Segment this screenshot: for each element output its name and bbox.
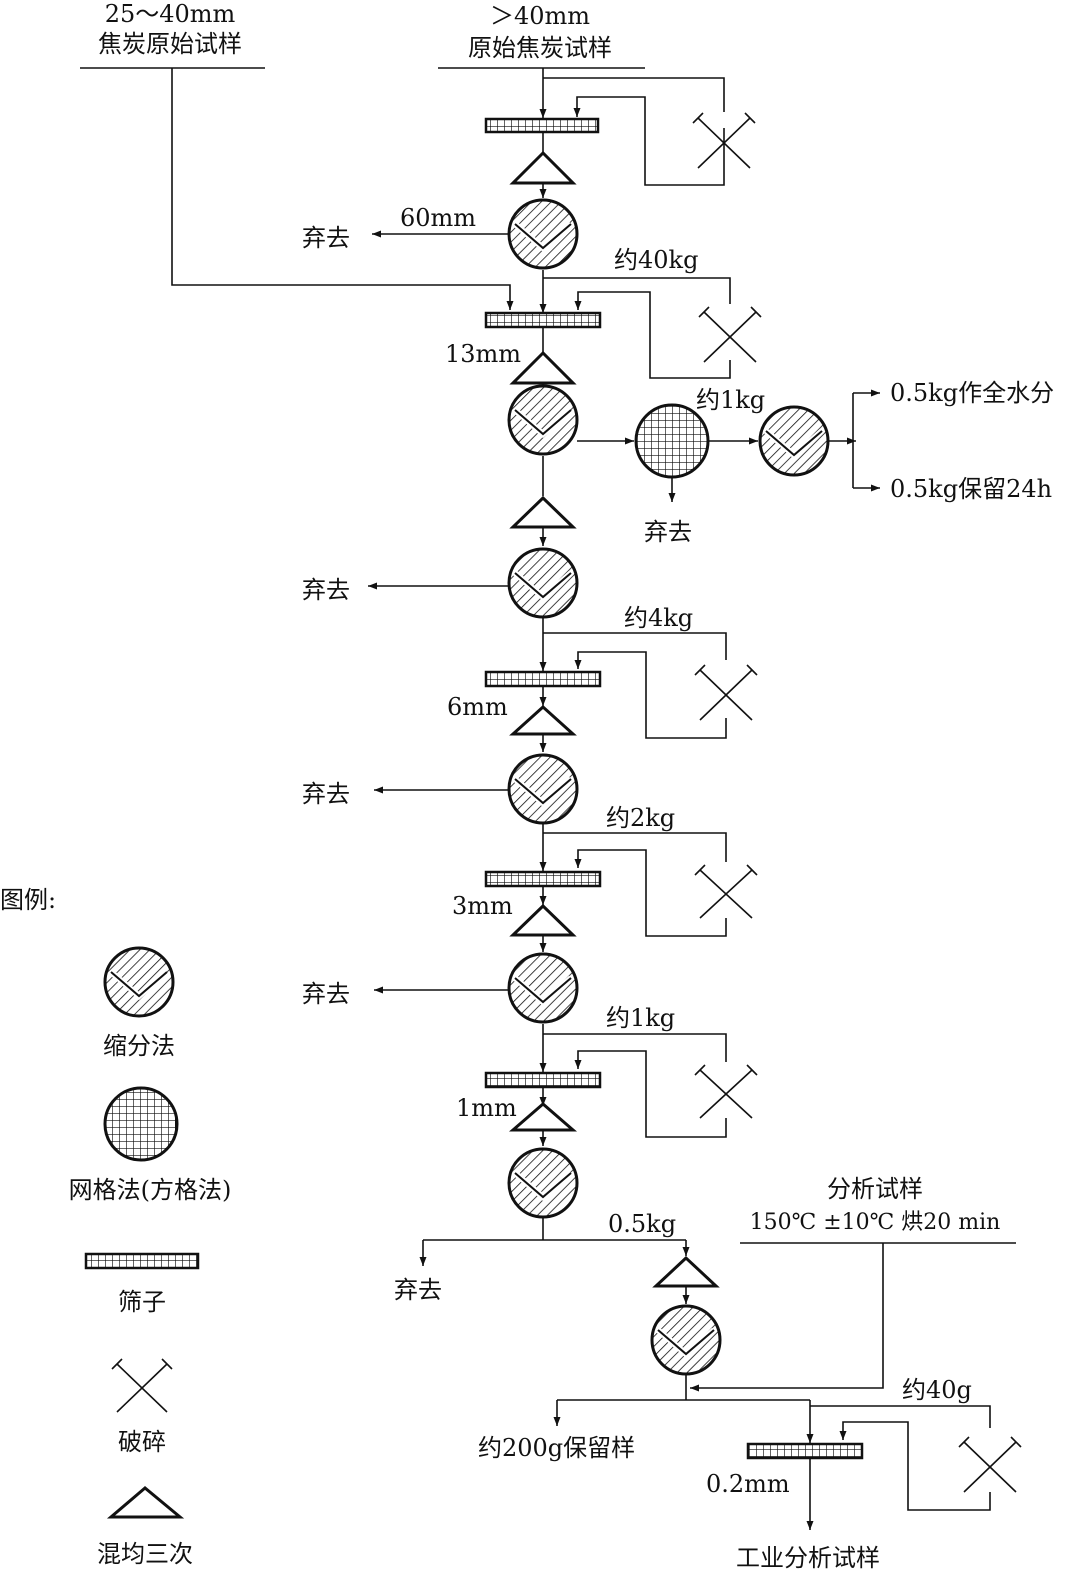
sieve-icon	[484, 117, 600, 134]
crush-loop-4	[543, 832, 727, 937]
crush-icon	[698, 306, 762, 363]
grid-circle-icon	[634, 403, 710, 479]
input-25-40-name: 焦炭原始试样	[98, 30, 242, 58]
mix-triangle-icon	[509, 350, 577, 385]
label-about-40g: 约40g	[902, 1376, 972, 1404]
crush-loop-3	[543, 632, 727, 739]
label-about-1kg: 约1kg	[696, 386, 765, 414]
legend-mix-label: 混均三次	[97, 1540, 193, 1568]
sieve-icon	[484, 670, 602, 688]
label-keep-24h: 0.5kg保留24h	[890, 475, 1052, 503]
label-industrial-sample: 工业分析试样	[736, 1544, 880, 1572]
label-keep-200g: 约200g保留样	[478, 1434, 635, 1462]
label-about-4kg: 约4kg	[624, 604, 693, 632]
label-6mm: 6mm	[447, 693, 508, 721]
label-discard: 弃去	[644, 518, 692, 546]
mix-triangle-icon	[509, 704, 577, 736]
legend-title: 图例:	[0, 886, 56, 914]
legend-grid-label: 网格法(方格法)	[69, 1176, 232, 1204]
crush-icon	[694, 864, 758, 919]
sieve-icon	[484, 311, 602, 329]
label-half-kg: 0.5kg	[608, 1210, 676, 1238]
label-about-1kg: 约1kg	[606, 1004, 675, 1032]
input-gt40-size: ＞40mm	[490, 2, 590, 30]
reduction-circle-icon	[103, 946, 175, 1018]
label-13mm: 13mm	[445, 340, 521, 368]
reduction-circle-icon	[507, 753, 579, 825]
crush-loop-6	[810, 1405, 991, 1511]
label-discard: 弃去	[302, 780, 350, 808]
input-25-40-line	[171, 68, 514, 310]
crush-icon	[958, 1436, 1022, 1493]
crush-icon	[694, 664, 758, 721]
label-discard: 弃去	[302, 576, 350, 604]
sieve-icon	[84, 1252, 200, 1270]
label-0-2mm: 0.2mm	[706, 1470, 790, 1498]
input-25-40-size: 25～40mm	[105, 0, 236, 28]
label-drying: 150℃ ±10℃ 烘20 min	[750, 1210, 1001, 1235]
sieve-icon	[746, 1442, 864, 1460]
crush-loop-5	[543, 1033, 727, 1138]
reduction-circle-icon	[507, 547, 579, 619]
reduction-circle-icon	[507, 1147, 579, 1219]
mix-triangle-icon	[652, 1255, 720, 1288]
crush-icon	[694, 1064, 758, 1119]
input-gt40-name: 原始焦炭试样	[468, 34, 612, 62]
reduction-circle-icon	[758, 405, 830, 477]
sieve-icon	[484, 1071, 602, 1089]
reduction-circle-icon	[507, 198, 579, 270]
label-1mm: 1mm	[456, 1094, 517, 1122]
mix-triangle-icon	[509, 150, 577, 185]
reduction-circle-icon	[507, 952, 579, 1024]
label-about-2kg: 约2kg	[606, 804, 675, 832]
crush-loop-1	[543, 77, 725, 186]
sieve-icon	[484, 870, 602, 888]
legend-reduction-label: 缩分法	[103, 1032, 175, 1060]
legend-crush-label: 破碎	[118, 1428, 166, 1456]
label-60mm: 60mm	[400, 204, 476, 232]
crush-icon	[111, 1358, 173, 1413]
mix-triangle-icon	[508, 1102, 578, 1132]
final-output-lines	[553, 1243, 884, 1443]
label-discard: 弃去	[394, 1276, 442, 1304]
grid-circle-icon	[103, 1086, 179, 1162]
reduction-circle-icon	[650, 1304, 722, 1376]
legend: 图例: 缩分法 网格法(方格法) 筛子 破碎 混均三次	[0, 886, 231, 1568]
mix-triangle-icon	[509, 903, 577, 937]
label-discard: 弃去	[302, 980, 350, 1008]
mix-triangle-icon	[106, 1486, 185, 1519]
reduction-circle-icon	[507, 384, 579, 456]
label-total-moisture: 0.5kg作全水分	[890, 379, 1054, 407]
crush-icon	[692, 112, 756, 169]
crush-loop-2	[543, 277, 731, 379]
label-about-40kg: 约40kg	[614, 246, 698, 274]
final-split-lines	[419, 1239, 690, 1266]
label-discard: 弃去	[302, 224, 350, 252]
legend-sieve-label: 筛子	[118, 1288, 166, 1316]
mix-triangle-icon	[509, 495, 577, 529]
label-analysis-sample: 分析试样	[827, 1175, 923, 1203]
label-3mm: 3mm	[452, 892, 513, 920]
split-arrows	[828, 389, 880, 492]
